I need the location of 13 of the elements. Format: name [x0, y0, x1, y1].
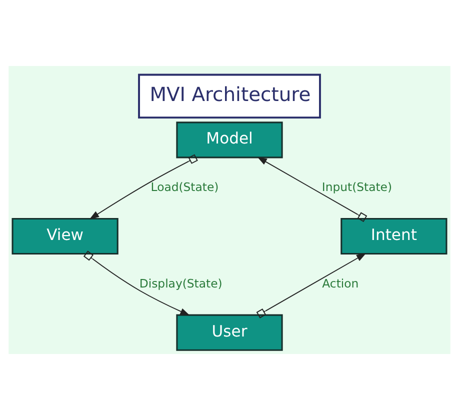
node-box: Model — [176, 122, 283, 158]
node-box: Intent — [340, 218, 448, 255]
node-box: View — [12, 218, 118, 255]
edge-label: Load(State) — [150, 180, 219, 194]
arrow — [257, 156, 368, 222]
diagram-title: MVI Architecture — [150, 83, 311, 106]
node-box: User — [176, 314, 283, 351]
arrow — [256, 253, 366, 318]
edge-label: Action — [322, 276, 359, 290]
edge-label: Input(State) — [322, 180, 392, 194]
arrow — [89, 154, 198, 220]
edge-label: Display(State) — [139, 276, 222, 290]
arrow — [83, 250, 190, 316]
